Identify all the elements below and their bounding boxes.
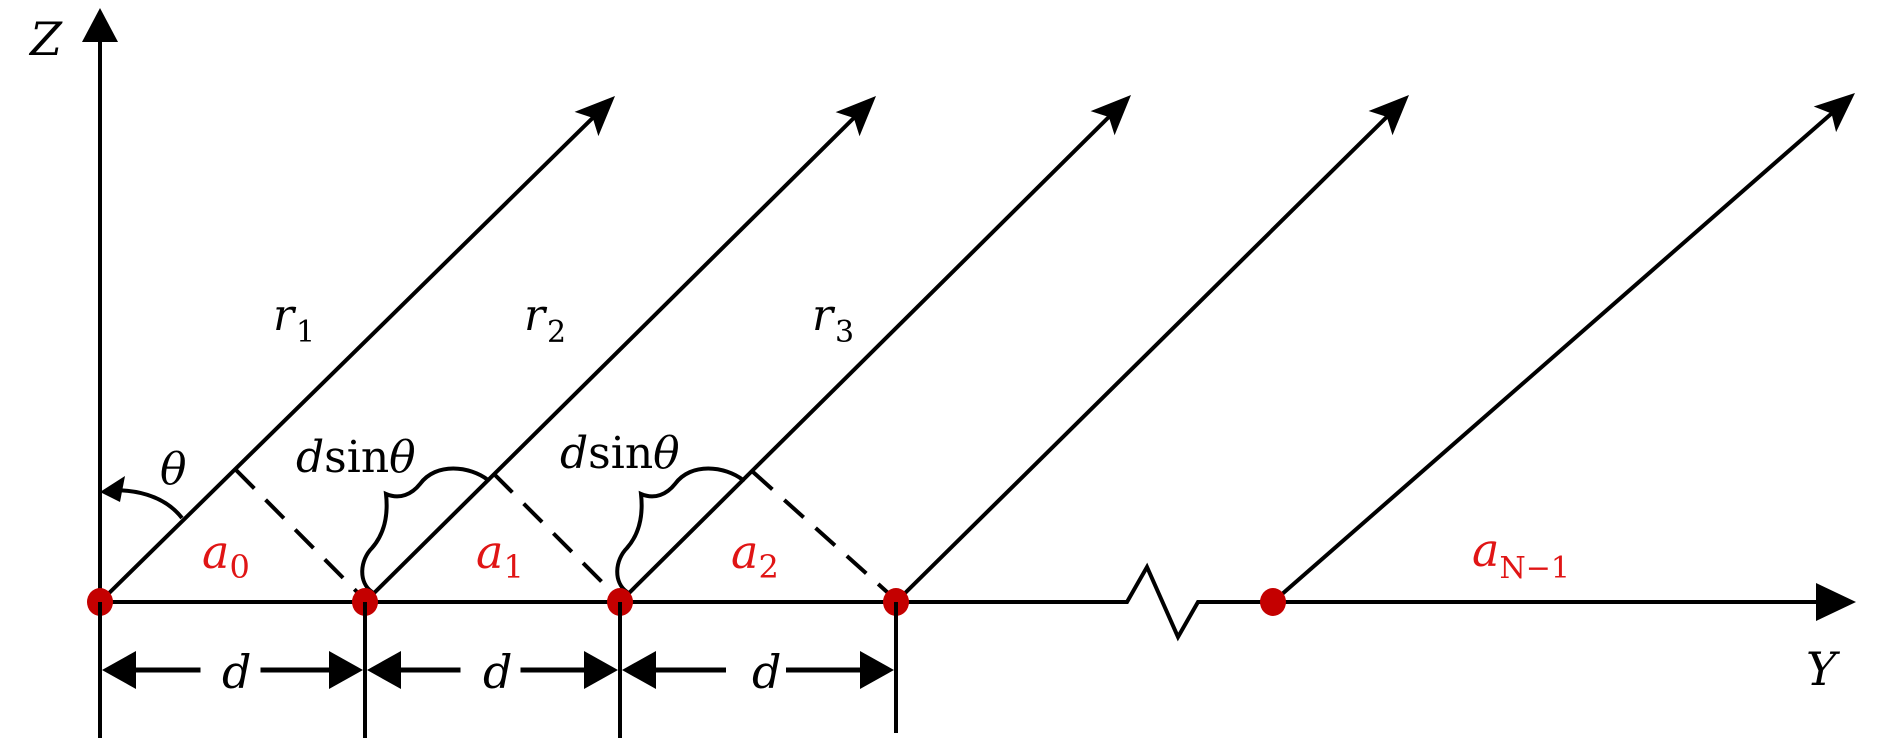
- arrow-right-icon: [584, 651, 618, 689]
- ray-label-1: r1: [273, 290, 315, 350]
- ray-label-2: r2: [524, 290, 566, 350]
- arrow-left-icon: [102, 651, 136, 689]
- path-difference-braces: [360, 466, 745, 594]
- brace-2: [615, 466, 745, 594]
- ray-label-3: r3: [812, 290, 854, 350]
- array-element-dot: [1260, 588, 1286, 616]
- ray-3: [894, 114, 1390, 604]
- element-label-0: a0: [202, 525, 250, 586]
- theta-label: θ: [160, 444, 187, 495]
- y-axis-label: Y: [1806, 642, 1841, 696]
- ray-1: [363, 115, 857, 604]
- element-label-n-1: aN−1: [1472, 523, 1570, 586]
- ray-arrow-icon: [1090, 95, 1131, 136]
- spacing-dimensions: [102, 651, 894, 689]
- ray-arrow-icon: [1368, 95, 1409, 136]
- theta-arrow-icon: [100, 476, 125, 502]
- arrow-right-icon: [860, 651, 894, 689]
- incident-rays: [98, 93, 1855, 604]
- wavefront-lines: [234, 468, 898, 602]
- ray-0: [98, 115, 596, 604]
- y-axis-arrow-icon: [1816, 583, 1856, 621]
- dimension-ticks: [98, 602, 898, 738]
- arrow-left-icon: [622, 651, 656, 689]
- spacing-label-2: d: [483, 645, 512, 699]
- brace-1: [360, 466, 490, 594]
- element-label-2: a2: [731, 525, 779, 586]
- path-difference-label-1: dsinθ: [296, 432, 416, 483]
- ray-4: [1271, 111, 1834, 604]
- ray-arrow-icon: [835, 96, 876, 137]
- y-axis: [100, 562, 1856, 642]
- z-axis-label: Z: [28, 12, 63, 66]
- spacing-label-3: d: [752, 645, 781, 699]
- arrow-left-icon: [367, 651, 401, 689]
- ray-2: [618, 114, 1112, 604]
- element-label-1: a1: [476, 525, 524, 586]
- wavefront-line-3: [751, 470, 898, 602]
- ray-arrow-icon: [1813, 93, 1855, 133]
- z-axis-arrow-icon: [82, 8, 118, 42]
- arrow-right-icon: [329, 651, 363, 689]
- spacing-label-1: d: [222, 645, 251, 699]
- path-difference-label-2: dsinθ: [560, 428, 680, 479]
- ray-arrow-icon: [574, 96, 615, 137]
- wavefront-line-1: [234, 468, 367, 602]
- theta-angle-arc: [100, 476, 184, 520]
- wavefront-line-2: [492, 472, 622, 602]
